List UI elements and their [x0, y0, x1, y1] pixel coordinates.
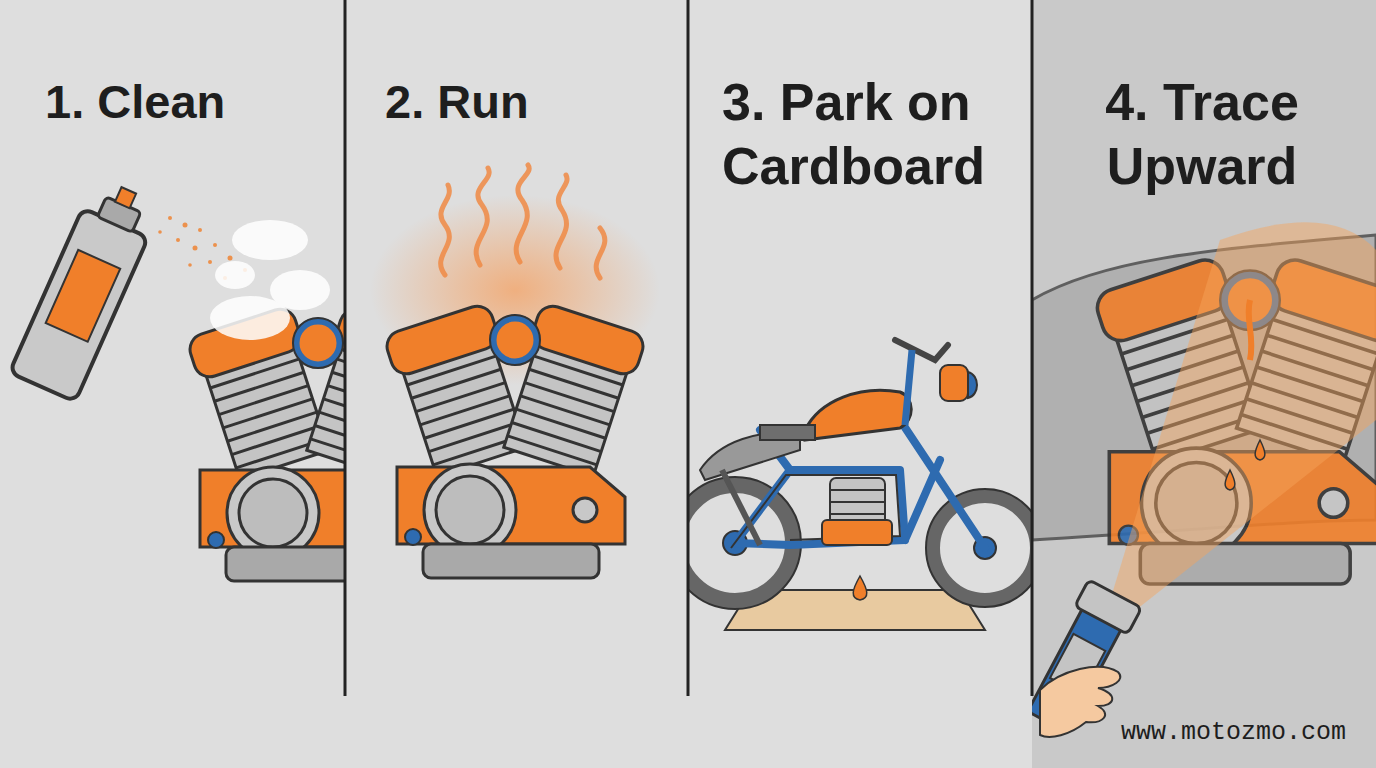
step-panel: 1. Clean — [0, 0, 345, 696]
watermark: www.motozmo.com — [1121, 718, 1346, 747]
step-panel: 2. Run — [345, 0, 688, 696]
step-heading: 4. Trace Upward — [1052, 70, 1352, 198]
step-panel: 3. Park on Cardboard — [688, 0, 1032, 696]
step-heading: 1. Clean — [45, 70, 345, 134]
step-panel: 4. Trace Upward — [1032, 0, 1376, 696]
step-heading: 2. Run — [385, 70, 685, 134]
step-heading: 3. Park on Cardboard — [722, 70, 1022, 198]
